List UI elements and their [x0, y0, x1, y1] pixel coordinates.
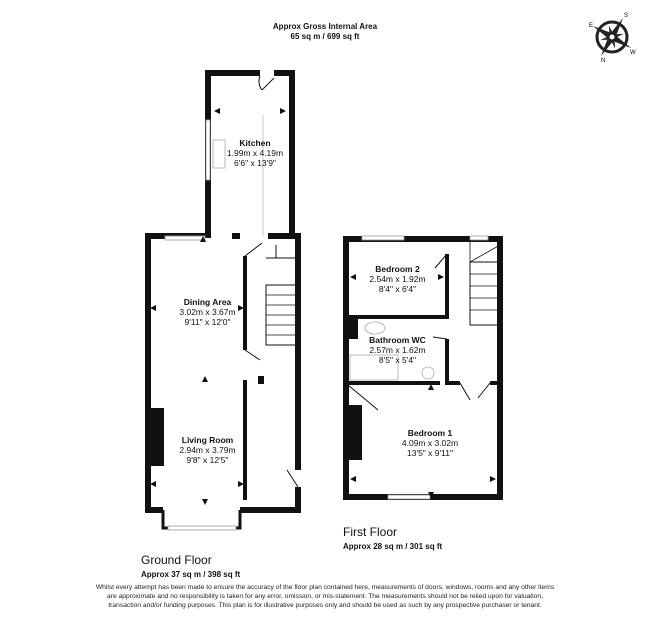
room-living-room: Living Room 2.94m x 3.79m 9'8" x 12'5" — [160, 435, 255, 465]
ground-floor-label: Ground Floor — [141, 553, 212, 567]
dimension-markers — [150, 108, 496, 505]
room-metric: 2.57m x 1.62m — [369, 345, 426, 355]
room-bathroom-wc: Bathroom WC 2.57m x 1.62m 8'5" x 5'4" — [350, 335, 445, 365]
compass-icon: N E S W — [589, 13, 636, 64]
gross-area-title: Approx Gross Internal Area — [272, 22, 378, 31]
room-dining-area: Dining Area 3.02m x 3.67m 9'11" x 12'0" — [160, 297, 255, 327]
first-floor-label: First Floor — [343, 525, 397, 539]
room-imperial: 6'6" x 13'9" — [234, 158, 276, 168]
compass-s: S — [624, 13, 628, 19]
room-bedroom-2: Bedroom 2 2.54m x 1.92m 8'4" x 6'4" — [350, 264, 445, 294]
chimney-breast — [349, 405, 362, 460]
room-imperial: 9'11" x 12'0" — [184, 317, 231, 327]
room-imperial: 13'5" x 9'11" — [407, 448, 453, 458]
first-floor-plan — [343, 235, 503, 500]
disclaimer-text: Whilst every attempt has been made to en… — [95, 584, 555, 609]
room-name: Living Room — [181, 435, 234, 445]
room-metric: 1.99m x 4.19m — [226, 148, 284, 158]
room-name: Bathroom WC — [369, 335, 426, 345]
room-name: Bedroom 2 — [375, 264, 420, 274]
room-imperial: 8'5" x 5'4" — [378, 355, 417, 365]
room-metric: 3.02m x 3.67m — [179, 307, 236, 317]
room-kitchen: Kitchen 1.99m x 4.19m 6'6" x 13'9" — [215, 138, 295, 168]
room-imperial: 8'4" x 6'4" — [378, 284, 417, 294]
gross-area-value: 65 sq m / 699 sq ft — [290, 32, 360, 41]
first-floor-area: Approx 28 sq m / 301 sq ft — [343, 542, 443, 551]
room-imperial: 9'8" x 12'5" — [186, 455, 229, 465]
room-metric: 2.94m x 3.79m — [179, 445, 236, 455]
chimney-breast — [150, 408, 164, 466]
room-name: Bedroom 1 — [407, 428, 453, 438]
compass-e: E — [589, 23, 593, 29]
room-metric: 2.54m x 1.92m — [369, 274, 426, 284]
room-metric: 4.09m x 3.02m — [401, 438, 459, 448]
room-name: Kitchen — [239, 138, 271, 148]
ground-floor-area: Approx 37 sq m / 398 sq ft — [141, 570, 241, 579]
compass-w: W — [630, 50, 636, 56]
gross-area-header: Approx Gross Internal Area 65 sq m / 699… — [225, 22, 425, 42]
room-bedroom-1: Bedroom 1 4.09m x 3.02m 13'5" x 9'11" — [375, 428, 485, 458]
room-name: Dining Area — [183, 297, 232, 307]
compass-n: N — [601, 58, 605, 64]
ground-floor-plan — [145, 70, 301, 531]
